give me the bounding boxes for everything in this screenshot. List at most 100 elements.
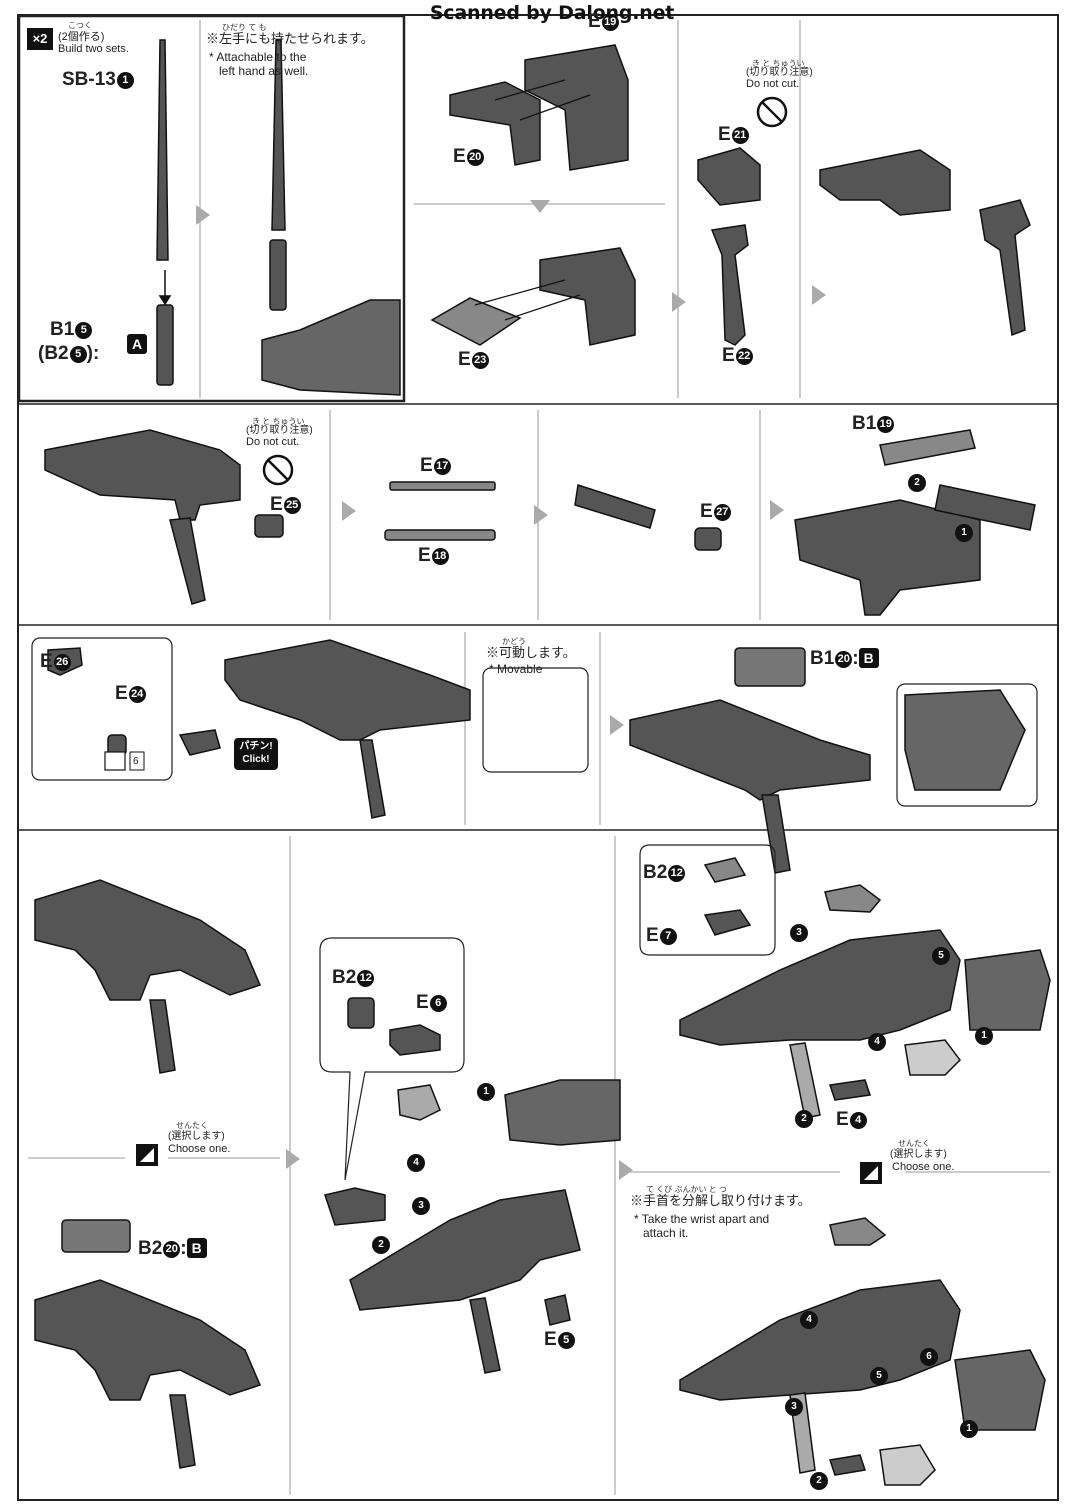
order-1-c: 1 <box>975 1027 993 1045</box>
movable-ruby: かどう <box>502 637 526 646</box>
wrist-en2: attach it. <box>643 1226 689 1240</box>
part-b2-20-colon: : <box>180 1238 187 1259</box>
wrist-jp: ※手首を分解し取り付けます。 <box>630 1193 811 1208</box>
choose-en-right: Choose one. <box>892 1161 955 1173</box>
part-e6-num: 6 <box>429 995 447 1012</box>
click-jp: パチン! <box>239 741 273 752</box>
part-e26-num: 26 <box>53 654 71 671</box>
build-jp: (2個作る) <box>58 31 105 43</box>
order-3-b: 3 <box>412 1197 430 1215</box>
part-e20-letter: E <box>453 146 466 167</box>
part-e4-letter: E <box>836 1109 849 1130</box>
part-b1-20-colon: : <box>852 648 859 669</box>
part-e25-num: 25 <box>283 497 301 514</box>
part-sb-name: SB-13 <box>62 69 116 90</box>
part-b2-12-b-letter: B2 <box>643 862 668 883</box>
part-b2-12-a-letter: B2 <box>332 967 357 988</box>
select-icon-left <box>136 1144 158 1166</box>
cut-en-1: Do not cut. <box>746 78 800 90</box>
part-e17-letter: E <box>420 455 433 476</box>
part-e7-letter: E <box>646 925 659 946</box>
select-icon-right <box>860 1162 882 1184</box>
order-4-c: 4 <box>868 1033 886 1051</box>
tag-b-2: B <box>186 1238 207 1258</box>
part-e18-num: 18 <box>431 548 449 565</box>
left-hand-en1: * Attachable to the <box>209 50 307 64</box>
part-e21-num: 21 <box>731 127 749 144</box>
ref-page-num: 6 <box>133 756 139 767</box>
part-b1-19-letter: B1 <box>852 413 877 434</box>
order-3-c: 3 <box>790 924 808 942</box>
choose-en-left: Choose one. <box>168 1143 231 1155</box>
part-e26-letter: E <box>40 651 53 672</box>
part-b2-20-num: 20 <box>163 1241 181 1258</box>
order-2: 2 <box>908 474 926 492</box>
cut-jp-1: (切り取り注意) <box>746 67 813 78</box>
build-ruby: こつく <box>68 21 92 30</box>
sheet-border <box>17 14 1059 1501</box>
order-2-b: 2 <box>372 1236 390 1254</box>
click-badge: パチン! Click! <box>234 738 278 770</box>
part-b2-num: 5 <box>69 346 87 363</box>
part-e27-letter: E <box>700 501 713 522</box>
order-2-c: 2 <box>795 1110 813 1128</box>
order-1-b: 1 <box>477 1083 495 1101</box>
order-4-b: 4 <box>407 1154 425 1172</box>
part-e20-num: 20 <box>466 149 484 166</box>
step-box-highlight <box>17 14 406 403</box>
part-b1-19-num: 19 <box>877 416 895 433</box>
choose-jp-right: (選択します) <box>890 1149 947 1160</box>
part-b1-20-num: 20 <box>835 651 853 668</box>
movable-jp: ※可動します。 <box>486 645 576 660</box>
order-4-d: 4 <box>800 1311 818 1329</box>
part-b2-12-b-num: 12 <box>668 865 686 882</box>
left-hand-jp: ※左手にも持たせられます。 <box>206 31 374 46</box>
part-b2-12-a-num: 12 <box>357 970 375 987</box>
part-b2-20-letter: B2 <box>138 1238 163 1259</box>
part-sb-num: 1 <box>116 72 134 89</box>
antenna-part <box>156 39 174 386</box>
part-e19-num: 19 <box>601 14 619 31</box>
part-e22-num: 22 <box>735 348 753 365</box>
part-e22-letter: E <box>722 345 735 366</box>
part-e6-letter: E <box>416 992 429 1013</box>
movable-en: * Movable <box>489 662 543 676</box>
choose-jp-left: (選択します) <box>168 1131 225 1142</box>
part-b1-20-letter: B1 <box>810 648 835 669</box>
cut-jp-2: (切り取り注意) <box>246 425 313 436</box>
order-1: 1 <box>955 524 973 542</box>
wrist-ruby: て くび ぶんかい と つ <box>646 1185 727 1194</box>
choose-ruby-right: せんたく <box>898 1139 930 1148</box>
part-e18-letter: E <box>418 545 431 566</box>
order-5-c: 5 <box>932 947 950 965</box>
order-2-d: 2 <box>810 1472 828 1490</box>
part-b1-num: 5 <box>75 322 93 339</box>
part-e7-num: 7 <box>659 928 677 945</box>
cut-ruby-2: き と ちゅうい <box>252 417 305 426</box>
part-e4-num: 4 <box>849 1112 867 1129</box>
part-b1-name: B1 <box>50 319 75 340</box>
tag-a-box: A <box>127 334 147 354</box>
cut-ruby-1: き と ちゅうい <box>752 59 805 68</box>
watermark: Scanned by Dalong.net <box>429 2 675 24</box>
part-b2-name: (B2 <box>38 343 69 364</box>
